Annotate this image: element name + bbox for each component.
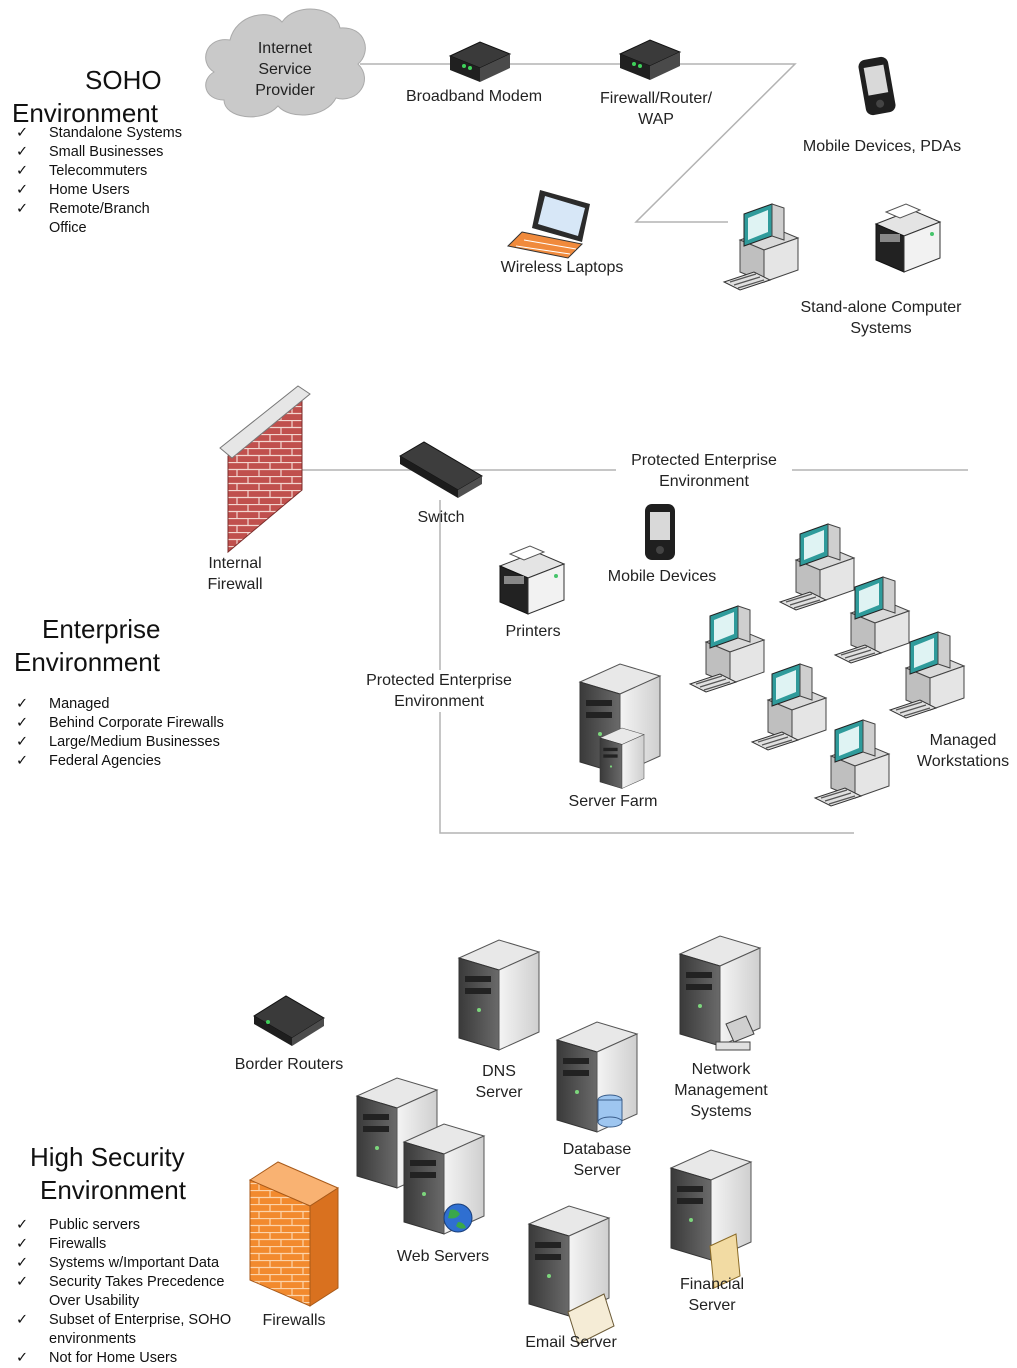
- isp-label: Internet Service Provider: [255, 40, 315, 99]
- computers-label: Stand-alone Computer Systems: [800, 299, 962, 337]
- check-icon: ✓: [16, 1255, 29, 1271]
- web-servers-icon: [356, 1077, 485, 1235]
- soho-title-line1: SOHO: [85, 65, 162, 95]
- check-icon: ✓: [16, 125, 29, 141]
- dns-label: DNS Server: [475, 1063, 523, 1101]
- checklist-item: ✓Security Takes Precedence Over Usabilit…: [16, 1274, 225, 1309]
- firewall-router-label: Firewall/Router/ WAP: [599, 90, 713, 128]
- check-icon: ✓: [16, 201, 29, 217]
- soho-section: [205, 8, 941, 291]
- check-icon: ✓: [16, 1350, 29, 1366]
- brick-wall-firewall-icon: [219, 385, 311, 554]
- financial-label: Financial Server: [679, 1276, 745, 1314]
- checklist-item: ✓Systems w/Important Data: [16, 1255, 220, 1271]
- check-icon: ✓: [16, 753, 29, 769]
- email-server-label: Email Server: [525, 1334, 617, 1351]
- hs-title-line2: Environment: [40, 1175, 186, 1205]
- laptops-label: Wireless Laptops: [500, 259, 624, 276]
- soho-checklist: ✓Standalone Systems ✓Small Businesses ✓T…: [14, 124, 214, 238]
- check-icon: ✓: [16, 163, 29, 179]
- hs-title-line1: High Security: [30, 1142, 185, 1172]
- checklist-item: ✓Subset of Enterprise, SOHO environments: [16, 1312, 232, 1347]
- checklist-item: ✓Managed: [16, 696, 110, 712]
- financial-server-icon: [670, 1149, 752, 1289]
- check-icon: ✓: [16, 1312, 29, 1328]
- checklist-item: ✓Firewalls: [16, 1236, 107, 1252]
- checklist-item: ✓Telecommuters: [16, 163, 148, 179]
- switch-label: Switch: [417, 509, 465, 526]
- high-security-section: [248, 935, 761, 1345]
- managed-workstations-label: Managed Workstations: [916, 732, 1010, 770]
- nms-server-icon: [679, 935, 761, 1051]
- check-icon: ✓: [16, 734, 29, 750]
- printers-label: Printers: [505, 623, 561, 640]
- enterprise-checklist: ✓Managed ✓Behind Corporate Firewalls ✓La…: [14, 695, 254, 771]
- checklist-item: ✓Public servers: [16, 1217, 141, 1233]
- checklist-item: ✓Remote/Branch Office: [16, 201, 150, 236]
- orange-firewall-icon: [248, 1161, 340, 1307]
- check-icon: ✓: [16, 1274, 29, 1290]
- check-icon: ✓: [16, 182, 29, 198]
- firewalls-label: Firewalls: [262, 1312, 326, 1329]
- enterprise-printer-icon: [499, 545, 565, 615]
- checklist-item: ✓Standalone Systems: [16, 125, 182, 141]
- laptop-icon: [506, 190, 590, 259]
- checklist-item: ✓Small Businesses: [16, 144, 164, 160]
- checklist-item: ✓Large/Medium Businesses: [16, 734, 220, 750]
- protected-enterprise-label-mid: Protected Enterprise Environment: [354, 670, 524, 712]
- checklist-item: ✓Not for Home Users: [16, 1350, 178, 1366]
- dns-server-icon: [458, 939, 540, 1051]
- email-server-icon: [528, 1205, 615, 1345]
- enterprise-section: [219, 385, 968, 834]
- border-router-icon: [253, 995, 325, 1046]
- checklist-item: ✓Home Users: [16, 182, 130, 198]
- enterprise-mobile-label: Mobile Devices: [607, 568, 717, 585]
- hs-checklist: ✓Public servers ✓Firewalls ✓Systems w/Im…: [14, 1216, 264, 1368]
- check-icon: ✓: [16, 144, 29, 160]
- enterprise-title-line1: Enterprise: [42, 614, 161, 644]
- checklist-item: ✓Behind Corporate Firewalls: [16, 715, 224, 731]
- switch-icon: [399, 441, 483, 498]
- nms-label: Network Management Systems: [674, 1061, 768, 1120]
- check-icon: ✓: [16, 1217, 29, 1233]
- checklist-item: ✓Federal Agencies: [16, 753, 162, 769]
- firewall-router-icon: [619, 39, 681, 81]
- soho-connection-line: [360, 63, 797, 223]
- enterprise-pda-icon: [645, 504, 675, 560]
- check-icon: ✓: [16, 696, 29, 712]
- database-label: Database Server: [562, 1141, 632, 1179]
- internal-firewall-label: Internal Firewall: [207, 555, 263, 593]
- check-icon: ✓: [16, 715, 29, 731]
- soho-title-line2: Environment: [12, 98, 158, 128]
- standalone-computer-icon: [723, 203, 799, 291]
- web-servers-label: Web Servers: [396, 1248, 490, 1265]
- pda-icon: [857, 55, 897, 117]
- standalone-printer-icon: [875, 203, 941, 273]
- modem-label: Broadband Modem: [405, 88, 543, 105]
- soho-mobile-label: Mobile Devices, PDAs: [802, 138, 962, 155]
- border-routers-label: Border Routers: [234, 1056, 344, 1073]
- protected-enterprise-label-top: Protected Enterprise Environment: [616, 450, 792, 492]
- server-farm-icon: [579, 663, 661, 789]
- database-server-icon: [556, 1021, 638, 1133]
- server-farm-label: Server Farm: [568, 793, 658, 810]
- isp-cloud-icon: [205, 8, 366, 118]
- check-icon: ✓: [16, 1236, 29, 1252]
- enterprise-title-line2: Environment: [14, 647, 160, 677]
- broadband-modem-icon: [449, 41, 511, 83]
- switch-down-line: [439, 500, 854, 834]
